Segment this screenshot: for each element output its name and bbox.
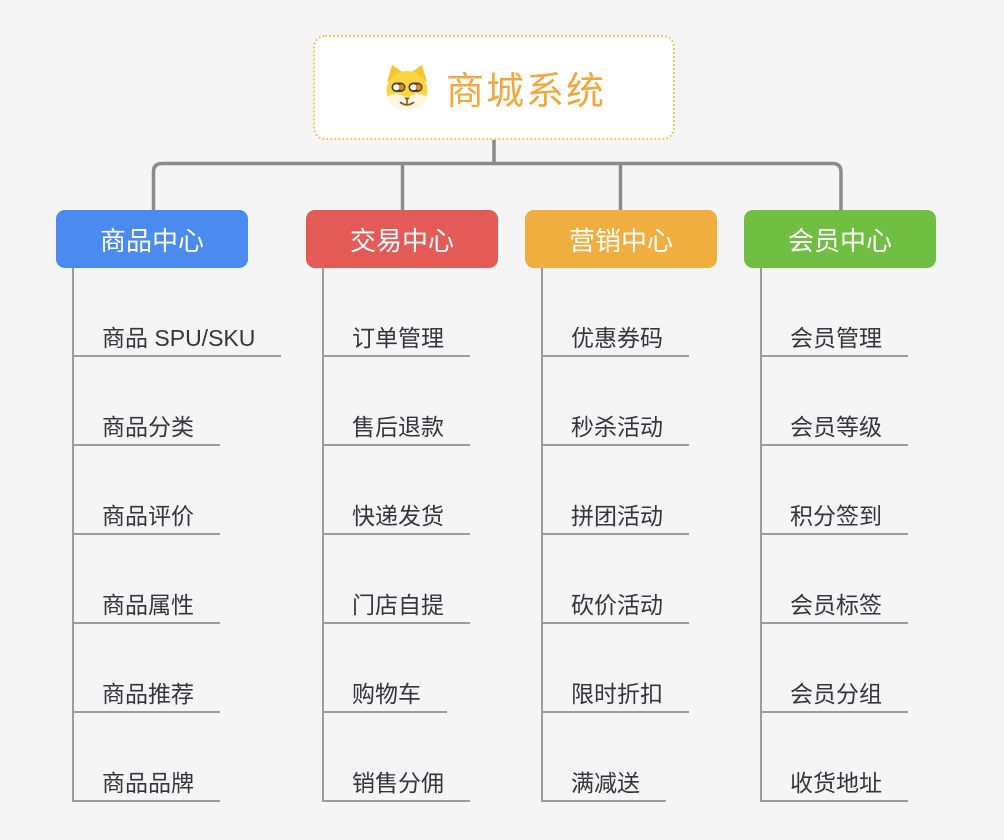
leaf-row: 商品分类 (74, 357, 281, 446)
leaf-row: 会员管理 (762, 268, 936, 357)
leaf-row: 商品属性 (74, 535, 281, 624)
branch-children: 优惠券码 秒杀活动 拼团活动 砍价活动 限时折扣 满减送 (541, 268, 717, 802)
branch-label: 交易中心 (349, 225, 454, 256)
leaf-row: 会员等级 (762, 357, 936, 446)
leaf-row: 售后退款 (324, 357, 498, 446)
leaf-node[interactable]: 会员等级 (762, 414, 908, 446)
leaf-node[interactable]: 销售分佣 (324, 770, 470, 802)
branch-children: 商品 SPU/SKU 商品分类 商品评价 商品属性 商品推荐 商品品牌 (72, 268, 282, 802)
branch-header-node[interactable]: 营销中心 (525, 210, 717, 268)
leaf-row: 优惠券码 (543, 268, 717, 357)
branch-children: 订单管理 售后退款 快递发货 门店自提 购物车 销售分佣 (322, 268, 498, 802)
leaf-node[interactable]: 门店自提 (324, 592, 470, 624)
leaf-row: 收货地址 (762, 713, 936, 802)
branch-3: 营销中心 优惠券码 秒杀活动 拼团活动 砍价活动 限时折扣 满减送 (525, 210, 717, 802)
leaf-row: 商品评价 (74, 446, 281, 535)
branch-bus-connector (151, 161, 843, 210)
leaf-node[interactable]: 商品分类 (74, 414, 220, 446)
leaf-node[interactable]: 收货地址 (762, 770, 908, 802)
root-node[interactable]: 商城系统 (313, 35, 675, 140)
leaf-row: 销售分佣 (324, 713, 498, 802)
leaf-node[interactable]: 秒杀活动 (543, 414, 689, 446)
leaf-node[interactable]: 满减送 (543, 770, 666, 802)
leaf-row: 门店自提 (324, 535, 498, 624)
leaf-node[interactable]: 限时折扣 (543, 681, 689, 713)
leaf-node[interactable]: 快递发货 (324, 503, 470, 535)
root-title: 商城系统 (445, 71, 606, 113)
leaf-node[interactable]: 售后退款 (324, 414, 470, 446)
leaf-row: 满减送 (543, 713, 717, 802)
leaf-node[interactable]: 会员标签 (762, 592, 908, 624)
leaf-node[interactable]: 拼团活动 (543, 503, 689, 535)
leaf-row: 购物车 (324, 624, 498, 713)
branch-header-node[interactable]: 会员中心 (744, 210, 936, 268)
leaf-row: 积分签到 (762, 446, 936, 535)
leaf-row: 限时折扣 (543, 624, 717, 713)
branch-header-node[interactable]: 商品中心 (56, 210, 248, 268)
leaf-node[interactable]: 商品品牌 (74, 770, 220, 802)
leaf-row: 商品推荐 (74, 624, 281, 713)
leaf-node[interactable]: 商品 SPU/SKU (74, 325, 282, 357)
leaf-node[interactable]: 商品推荐 (74, 681, 220, 713)
leaf-node[interactable]: 商品属性 (74, 592, 220, 624)
branch-1: 商品中心 商品 SPU/SKU 商品分类 商品评价 商品属性 商品推荐 商品品牌 (56, 210, 282, 802)
branch-2: 交易中心 订单管理 售后退款 快递发货 门店自提 购物车 销售分佣 (306, 210, 498, 802)
leaf-node[interactable]: 优惠券码 (543, 325, 689, 357)
leaf-row: 会员分组 (762, 624, 936, 713)
leaf-row: 会员标签 (762, 535, 936, 624)
leaf-row: 拼团活动 (543, 446, 717, 535)
branch-label: 会员中心 (787, 225, 892, 256)
leaf-row: 商品品牌 (74, 713, 281, 802)
leaf-node[interactable]: 砍价活动 (543, 592, 689, 624)
leaf-row: 商品 SPU/SKU (74, 268, 282, 357)
branch-label: 营销中心 (568, 225, 673, 256)
leaf-node[interactable]: 会员分组 (762, 681, 908, 713)
leaf-node[interactable]: 购物车 (324, 681, 447, 713)
leaf-row: 订单管理 (324, 268, 498, 357)
branch-children: 会员管理 会员等级 积分签到 会员标签 会员分组 收货地址 (760, 268, 936, 802)
leaf-node[interactable]: 商品评价 (74, 503, 220, 535)
branch-4: 会员中心 会员管理 会员等级 积分签到 会员标签 会员分组 收货地址 (744, 210, 936, 802)
leaf-node[interactable]: 积分签到 (762, 503, 908, 535)
branch-header-node[interactable]: 交易中心 (306, 210, 498, 268)
leaf-node[interactable]: 订单管理 (324, 325, 470, 357)
branch-label: 商品中心 (99, 225, 204, 256)
leaf-node[interactable]: 会员管理 (762, 325, 908, 357)
leaf-row: 秒杀活动 (543, 357, 717, 446)
leaf-row: 砍价活动 (543, 535, 717, 624)
leaf-row: 快递发货 (324, 446, 498, 535)
dog-face-icon (386, 64, 428, 110)
